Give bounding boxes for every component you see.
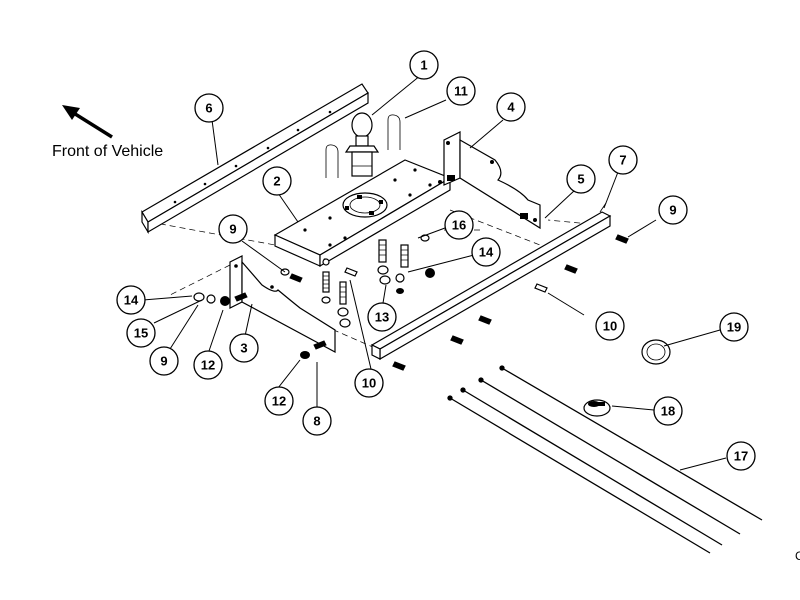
callout-9-lower: 9 [149, 346, 179, 376]
part-7-rear-rail [370, 202, 612, 361]
callout-12-bottom-label: 12 [272, 394, 286, 409]
callout-6-label: 6 [205, 101, 212, 116]
callout-9-right: 9 [658, 195, 688, 225]
callout-12-left: 12 [193, 350, 223, 380]
callout-15: 15 [126, 318, 156, 348]
front-of-vehicle-label: Front of Vehicle [52, 143, 164, 160]
callout-8: 8 [302, 406, 332, 436]
callout-19-label: 19 [727, 320, 741, 335]
callout-12-left-label: 12 [201, 358, 215, 373]
callout-6: 6 [194, 93, 224, 123]
edge-fragment-text: C [795, 549, 800, 563]
callout-9-right-label: 9 [669, 203, 676, 218]
callout-14-left-label: 14 [124, 293, 139, 308]
callout-1: 1 [409, 50, 439, 80]
part-1-hitch-ball [344, 112, 380, 177]
callout-4: 4 [496, 92, 526, 122]
callout-14-right: 14 [471, 237, 501, 267]
fasteners [193, 234, 629, 371]
callout-3: 3 [229, 333, 259, 363]
callout-13: 13 [367, 302, 397, 332]
part-17-cables [447, 365, 763, 554]
callout-7-label: 7 [619, 153, 626, 168]
callout-11-label: 11 [454, 84, 468, 99]
callout-8-label: 8 [313, 414, 320, 429]
callout-16-label: 16 [452, 218, 466, 233]
callout-5: 5 [566, 164, 596, 194]
part-2-base-plate [273, 159, 452, 268]
part-18-cap [583, 399, 611, 417]
callout-2-label: 2 [273, 174, 280, 189]
callout-12-bottom: 12 [264, 386, 294, 416]
callout-10-right-label: 10 [603, 319, 617, 334]
callout-9-upper: 9 [218, 214, 248, 244]
callout-15-label: 15 [134, 326, 148, 341]
callout-18: 18 [653, 396, 683, 426]
front-direction-arrow [62, 105, 113, 139]
callout-13-label: 13 [375, 310, 389, 325]
callout-14-left: 14 [116, 285, 146, 315]
callout-4-label: 4 [507, 100, 515, 115]
callout-17-label: 17 [734, 449, 748, 464]
callout-11: 11 [446, 76, 476, 106]
callout-1-label: 1 [420, 58, 427, 73]
callout-16: 16 [444, 210, 474, 240]
callout-10-center: 10 [354, 368, 384, 398]
callout-17: 17 [726, 441, 756, 471]
callout-14-right-label: 14 [479, 245, 494, 260]
part-6-front-rail [141, 83, 369, 235]
part-19-grommet [641, 339, 671, 365]
leader-lines [142, 74, 727, 471]
callout-9-lower-label: 9 [160, 354, 167, 369]
part-11-u-bolts [325, 114, 401, 178]
callout-9-upper-label: 9 [229, 222, 236, 237]
callout-10-center-label: 10 [362, 376, 376, 391]
callout-18-label: 18 [661, 404, 675, 419]
part-4-right-bracket [443, 131, 541, 230]
callout-2: 2 [262, 166, 292, 196]
callout-5-label: 5 [577, 172, 584, 187]
callout-7: 7 [608, 145, 638, 175]
callout-3-label: 3 [240, 341, 247, 356]
callout-10-right: 10 [595, 311, 625, 341]
callout-19: 19 [719, 312, 749, 342]
